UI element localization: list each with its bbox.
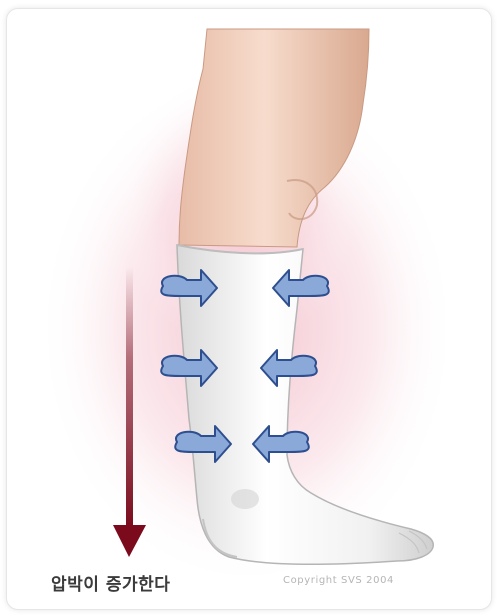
- caption-text: 압박이 증가한다: [51, 570, 170, 595]
- compression-stocking-illustration: [7, 9, 491, 609]
- illustration-card: 압박이 증가한다 Copyright SVS 2004: [6, 8, 492, 610]
- copyright-text: Copyright SVS 2004: [283, 575, 394, 586]
